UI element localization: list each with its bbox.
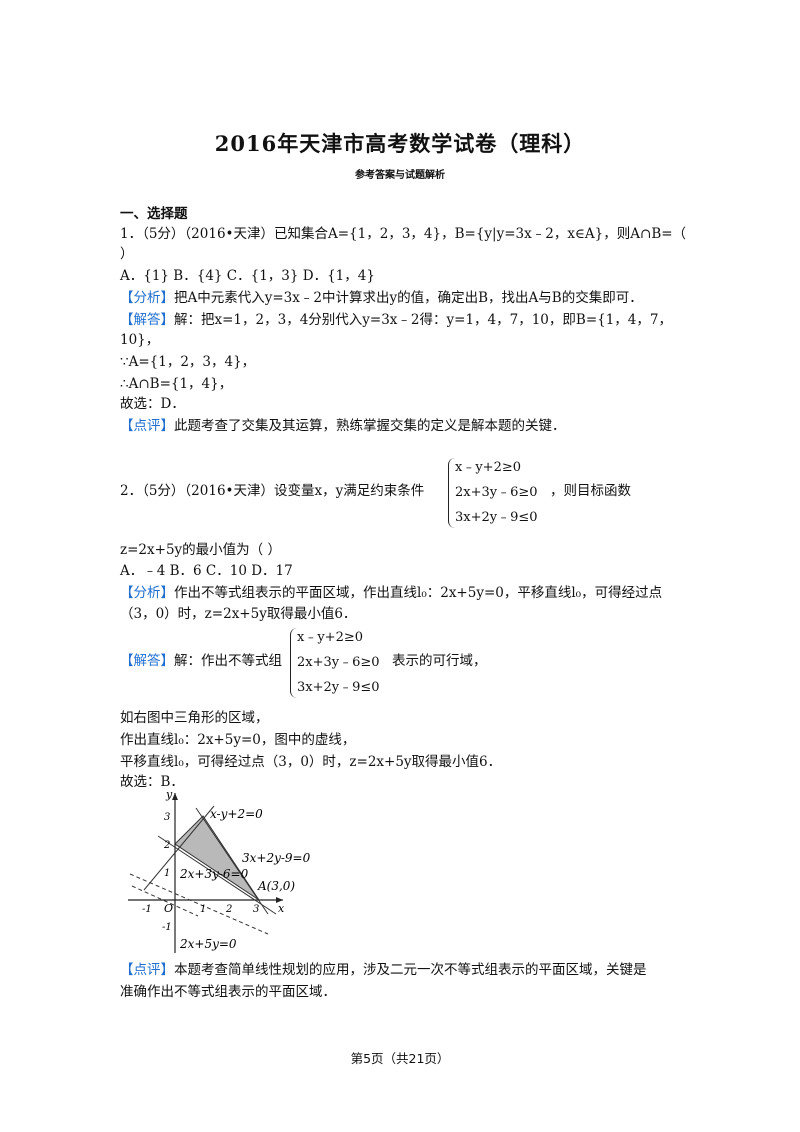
- page-title: 2016年天津市高考数学试卷（理科）: [214, 131, 586, 156]
- constraint-2: 2x+3y﹣6≥0: [297, 655, 380, 670]
- tick-y-label: 2: [163, 840, 170, 851]
- origin-label: O: [164, 902, 173, 915]
- q2-comment: 【点评】本题考查简单线性规划的应用，涉及二元一次不等式组表示的平面区域，关键是: [120, 960, 647, 980]
- feasible-region-figure: x-y+2=0 3x+2y-9=0 2x+3y-6=0 2x+5y=0 A(3,…: [128, 788, 311, 953]
- comment-tag: 【点评】: [120, 418, 174, 434]
- q2-analysis: 【分析】作出不等式组表示的平面区域，作出直线l₀：2x+5y=0，平移直线l₀，…: [120, 583, 662, 603]
- q2-stem: 2．（5分）（2016•天津）设变量x，y满足约束条件: [120, 483, 425, 499]
- axis-y-label: y: [165, 788, 173, 801]
- q1-options: A．{1} B．{4} C．{1，3} D．{1，4}: [120, 268, 375, 284]
- q2-solution-text: 解：作出不等式组: [174, 653, 282, 669]
- tick-y-label: 1: [164, 868, 170, 879]
- line-2x-5y-dashed: [131, 885, 199, 917]
- constraint-1: x﹣y+2≥0: [297, 630, 364, 645]
- q2-analysis-text: 作出不等式组表示的平面区域，作出直线l₀：2x+5y=0，平移直线l₀，可得经过…: [174, 585, 663, 601]
- feasible-region: [174, 815, 260, 901]
- q1-solution-step: ∵A={1，2，3，4}，: [120, 354, 256, 370]
- tick-y-label: -1: [162, 922, 172, 933]
- q1-comment: 【点评】此题考查了交集及其运算，熟练掌握交集的定义是解本题的关键．: [120, 416, 566, 436]
- page-subtitle: 参考答案与试题解析: [355, 170, 445, 181]
- page-footer: 第5页（共21页）: [350, 1051, 450, 1066]
- x-axis-arrow: [276, 897, 283, 903]
- q1-analysis: 【分析】把A中元素代入y=3x﹣2中计算求出y的值，确定出B，找出A与B的交集即…: [120, 288, 643, 308]
- q1-answer: 故选：D．: [120, 396, 185, 412]
- q2-options: A．﹣4 B．6 C．10 D．17: [120, 563, 293, 579]
- q2-solution-cont: 表示的可行域，: [392, 653, 487, 669]
- q1-solution-text: 解：把x=1，2，3，4分别代入y=3x﹣2得：y=1，4，7，10，即B={1…: [174, 312, 672, 328]
- constraint-1: x﹣y+2≥0: [455, 460, 522, 475]
- comment-tag: 【点评】: [120, 962, 174, 978]
- tick-x-label: 1: [200, 904, 206, 915]
- line-2x-3y-6: [157, 835, 277, 915]
- line-3x-2y-9: [195, 807, 269, 915]
- analysis-tag: 【分析】: [120, 585, 174, 601]
- constraint-brace: [448, 458, 455, 528]
- q1-comment-text: 此题考查了交集及其运算，熟练掌握交集的定义是解本题的关键．: [174, 418, 566, 434]
- tick-x-label: -1: [142, 904, 152, 915]
- tick-x-label: 3: [253, 904, 259, 915]
- q1-solution-cont: 10}，: [120, 332, 160, 348]
- label-line-3: 2x+3y-6=0: [179, 867, 249, 881]
- q2-solution: 【解答】解：作出不等式组: [120, 651, 282, 671]
- q2-answer: 故选：B．: [120, 774, 184, 790]
- axis-x-label: x: [278, 902, 285, 915]
- constraint-3: 3x+2y﹣9≤0: [297, 680, 380, 695]
- constraint-brace: [290, 628, 297, 698]
- tick-x-label: 2: [225, 904, 232, 915]
- label-line-2: 3x+2y-9=0: [242, 851, 311, 865]
- q2-solution-step: 平移直线l₀，可得经过点（3，0）时，z=2x+5y取得最小值6．: [120, 754, 502, 770]
- q2-stem-line2: z=2x+5y的最小值为（ ）: [120, 542, 281, 558]
- q2-comment-text: 本题考查简单线性规划的应用，涉及二元一次不等式组表示的平面区域，关键是: [174, 962, 647, 978]
- solution-tag: 【解答】: [120, 653, 174, 669]
- analysis-tag: 【分析】: [120, 290, 174, 306]
- q2-solution-step: 如右图中三角形的区域，: [120, 710, 269, 726]
- q1-solution-step: ∴A∩B={1，4}，: [120, 376, 233, 392]
- q1-analysis-text: 把A中元素代入y=3x﹣2中计算求出y的值，确定出B，找出A与B的交集即可．: [174, 290, 643, 306]
- q2-stem-cont: ，则目标函数: [550, 483, 631, 499]
- q1-stem-cont: ）: [120, 246, 134, 262]
- constraint-2: 2x+3y﹣6≥0: [455, 485, 538, 500]
- q2-analysis-cont: （3，0）时，z=2x+5y取得最小值6．: [120, 606, 357, 622]
- q2-solution-step: 作出直线l₀：2x+5y=0，图中的虚线，: [120, 732, 356, 748]
- q2-comment-cont: 准确作出不等式组表示的平面区域．: [120, 984, 336, 1000]
- constraint-3: 3x+2y﹣9≤0: [455, 510, 538, 525]
- label-point-a: A(3,0): [257, 879, 295, 893]
- tick-y-label: 3: [164, 812, 170, 823]
- label-line-1: x-y+2=0: [210, 807, 263, 821]
- label-line-4: 2x+5y=0: [179, 937, 237, 951]
- q1-solution: 【解答】解：把x=1，2，3，4分别代入y=3x﹣2得：y=1，4，7，10，即…: [120, 310, 672, 330]
- section-heading: 一、选择题: [120, 206, 188, 222]
- y-axis-arrow: [172, 793, 178, 800]
- line-x-y-2: [143, 805, 215, 891]
- q1-stem: 1．（5分）（2016•天津）已知集合A={1，2，3，4}，B={y|y=3x…: [120, 226, 687, 242]
- solution-tag: 【解答】: [120, 312, 174, 328]
